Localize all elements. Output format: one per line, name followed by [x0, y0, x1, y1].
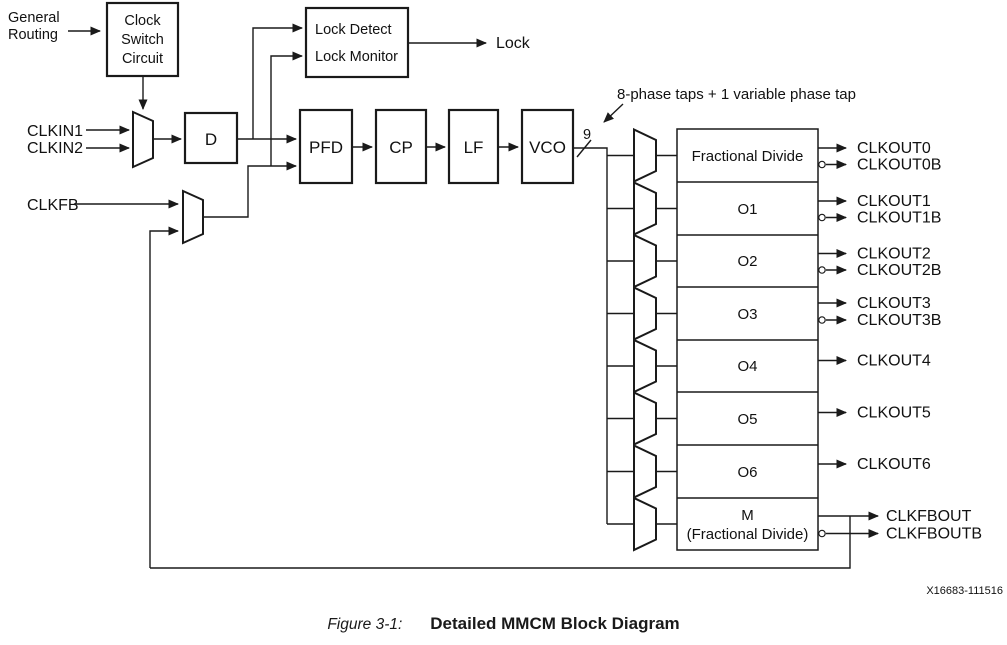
- inverter-bubble: [818, 213, 826, 222]
- pfd-box: [298, 108, 354, 185]
- divider-label: O4: [737, 358, 757, 375]
- clkout6-label: CLKOUT6: [857, 456, 931, 473]
- clkout3-label: CLKOUT3: [857, 295, 931, 312]
- lock-block: Lock Detect Lock Monitor Lock: [252, 6, 531, 166]
- wire-to-lock-monitor: [270, 51, 303, 166]
- clkout0-label: CLKOUT0: [857, 140, 931, 157]
- bus-width-label: 9: [583, 127, 591, 143]
- lock-detect-label: Lock Detect: [315, 22, 392, 38]
- divider-label: O5: [737, 411, 757, 428]
- pll-chain: PFD CP LF VCO: [298, 108, 575, 185]
- phase-taps-annotation: 8-phase taps + 1 variable phase tap: [617, 86, 856, 103]
- mmcm-block-diagram: General Routing CLKIN1 CLKIN2 CLKFB Cloc…: [8, 1, 1003, 597]
- wire-to-lock-detect: [252, 23, 303, 139]
- inverter-bubble: [818, 316, 826, 324]
- phase-mux-icon: [633, 443, 657, 500]
- divider-row-2: O2 CLKOUT2 CLKOUT2B: [607, 233, 941, 289]
- clkfb-label: CLKFB: [27, 197, 79, 214]
- lock-output-label: Lock: [496, 35, 531, 52]
- bus-width-slash: [576, 139, 592, 158]
- clkout3b-label: CLKOUT3B: [857, 312, 941, 329]
- divider-row-3: O3 CLKOUT3 CLKOUT3B: [607, 285, 941, 342]
- divider-row-7: M (Fractional Divide) CLKFBOUT CLKFBOUTB: [150, 496, 982, 569]
- d-divider-block: D: [183, 111, 297, 165]
- divider-label: O1: [737, 201, 757, 218]
- divider-row-6: O6 CLKOUT6: [607, 443, 931, 500]
- phase-mux-icon: [633, 127, 657, 184]
- pfd-label: PFD: [309, 138, 343, 157]
- clock-switch-label-line1: Clock: [124, 13, 161, 29]
- clkout2b-label: CLKOUT2B: [857, 262, 941, 279]
- clkin2-label: CLKIN2: [27, 140, 83, 157]
- vco-box: [520, 108, 575, 185]
- divider-label: M: [741, 507, 754, 524]
- clkfboutb-label: CLKFBOUTB: [886, 526, 982, 543]
- phase-mux-icon: [633, 233, 657, 289]
- inverter-bubble: [818, 266, 826, 274]
- clkin1-label: CLKIN1: [27, 123, 83, 140]
- wire-phase-bus: [573, 147, 608, 524]
- lock-box: [304, 6, 410, 79]
- input-labels: General Routing CLKIN1 CLKIN2 CLKFB: [8, 10, 83, 214]
- divider-row-0: Fractional Divide CLKOUT0 CLKOUT0B: [607, 127, 941, 184]
- divider-label: O6: [737, 464, 757, 481]
- divider-label-line2: (Fractional Divide): [687, 526, 809, 543]
- clkout5-label: CLKOUT5: [857, 405, 931, 422]
- lock-monitor-label: Lock Monitor: [315, 49, 398, 65]
- phase-bus: 9 8-phase taps + 1 variable phase tap: [573, 86, 856, 524]
- divider-section-lines: [677, 181, 818, 499]
- inverter-bubble: [818, 160, 826, 169]
- annotation-arrow: [603, 103, 624, 123]
- vco-label: VCO: [529, 138, 566, 157]
- clock-switch-circuit-block: Clock Switch Circuit: [68, 1, 180, 110]
- figure-number: Figure 3-1:: [327, 616, 403, 633]
- phase-mux-icon: [633, 180, 657, 237]
- wire-feedback-return: [149, 226, 179, 568]
- figure-title: Detailed MMCM Block Diagram: [430, 614, 680, 633]
- phase-mux-icon: [633, 285, 657, 342]
- clkfb-mux-icon: [182, 189, 204, 245]
- clkout0b-label: CLKOUT0B: [857, 157, 941, 174]
- phase-mux-icon: [633, 338, 657, 394]
- figure-caption: Figure 3-1: Detailed MMCM Block Diagram: [0, 614, 1007, 634]
- drawing-number: X16683-111516: [926, 585, 1003, 597]
- general-routing-label-line1: General: [8, 10, 60, 26]
- wire-clkfbout-feedback: [150, 516, 851, 569]
- clkin-mux: [86, 110, 182, 169]
- divider-row-5: O5 CLKOUT5: [607, 390, 931, 447]
- inverter-bubble: [818, 529, 826, 538]
- cp-box: [374, 108, 428, 185]
- d-box: [183, 111, 239, 165]
- clock-switch-label-line2: Switch: [121, 32, 164, 48]
- phase-mux-icon: [633, 496, 657, 552]
- clkfb-mux: [74, 161, 297, 568]
- d-label: D: [205, 130, 217, 149]
- cp-label: CP: [389, 138, 413, 157]
- wire-fbmux-to-pfd: [203, 161, 297, 218]
- clkout1b-label: CLKOUT1B: [857, 210, 941, 227]
- phase-mux-icon: [633, 390, 657, 447]
- divider-row-4: O4 CLKOUT4: [607, 338, 931, 394]
- divider-label: O2: [737, 253, 757, 270]
- clkout1-label: CLKOUT1: [857, 193, 931, 210]
- general-routing-label-line2: Routing: [8, 27, 58, 43]
- lf-label: LF: [464, 138, 484, 157]
- clock-switch-label-line3: Circuit: [122, 51, 163, 67]
- clkout2-label: CLKOUT2: [857, 246, 931, 263]
- divider-label: Fractional Divide: [692, 148, 804, 165]
- clkfbout-label: CLKFBOUT: [886, 508, 972, 525]
- output-divider-block: [676, 128, 819, 551]
- divider-label: O3: [737, 306, 757, 323]
- clkout4-label: CLKOUT4: [857, 353, 931, 370]
- clkin-mux-icon: [132, 110, 154, 169]
- divider-row-1: O1 CLKOUT1 CLKOUT1B: [607, 180, 941, 237]
